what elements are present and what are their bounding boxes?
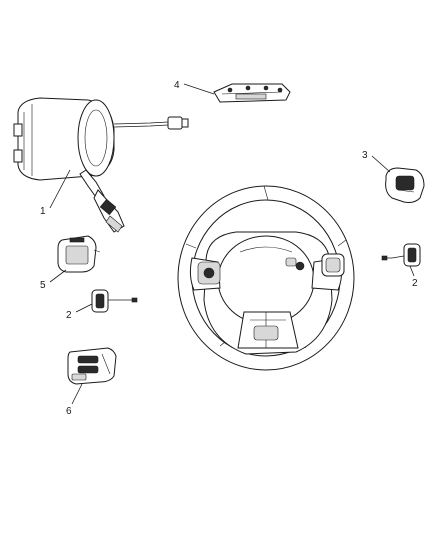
steering-wheel — [177, 185, 355, 371]
callout-2b: 2 — [412, 278, 418, 289]
control-module — [57, 235, 101, 273]
switch-bezel — [67, 347, 117, 385]
callout-5: 5 — [40, 280, 46, 291]
paddle-switch-right — [381, 243, 421, 267]
leader-4 — [183, 83, 215, 95]
leader-2a — [75, 303, 93, 313]
clockspring-multifunction-switch — [13, 97, 189, 233]
leader-5 — [49, 269, 67, 283]
paddle-switch-left — [91, 289, 138, 313]
callout-3: 3 — [362, 150, 368, 161]
callout-2a: 2 — [66, 310, 72, 321]
leader-3 — [371, 155, 391, 173]
leader-6 — [71, 383, 83, 405]
callout-4: 4 — [174, 80, 180, 91]
callout-6: 6 — [66, 406, 72, 417]
leader-1 — [49, 169, 71, 209]
steering-column-bracket — [213, 83, 291, 103]
leader-2b — [409, 265, 415, 277]
steering-wheel-switch-right — [385, 167, 425, 203]
callout-1: 1 — [40, 206, 46, 217]
